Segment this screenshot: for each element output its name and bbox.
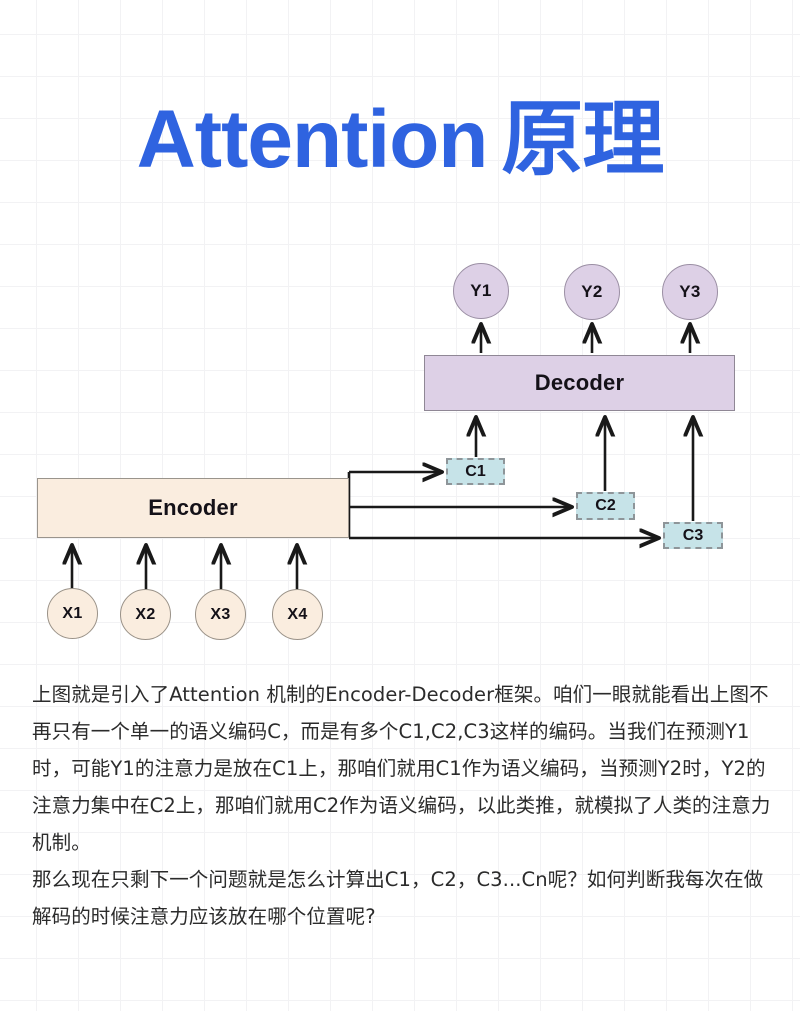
body-paragraph-1: 上图就是引入了Attention 机制的Encoder-Decoder框架。咱们… <box>32 683 771 854</box>
encoder-label: Encoder <box>148 495 238 520</box>
node-y2[interactable]: Y2 <box>564 264 620 320</box>
node-x4-label: X4 <box>287 605 308 623</box>
encoder-block[interactable]: Encoder <box>37 478 349 538</box>
decoder-label: Decoder <box>534 370 625 395</box>
page-title-english: Attention <box>136 94 489 185</box>
node-y3[interactable]: Y3 <box>662 264 718 320</box>
node-y3-label: Y3 <box>679 282 701 301</box>
node-y1-label: Y1 <box>470 281 492 300</box>
decoder-block[interactable]: Decoder <box>424 355 735 411</box>
node-x3-label: X3 <box>210 605 231 623</box>
node-y2-label: Y2 <box>581 282 603 301</box>
node-x3[interactable]: X3 <box>195 589 246 640</box>
body-paragraph-2: 那么现在只剩下一个问题就是怎么计算出C1，C2，C3...Cn呢？如何判断我每次… <box>32 868 764 928</box>
context-c1[interactable]: C1 <box>446 458 505 485</box>
context-c3-label: C3 <box>682 526 704 544</box>
body-text: 上图就是引入了Attention 机制的Encoder-Decoder框架。咱们… <box>32 676 772 935</box>
context-c2-label: C2 <box>595 497 616 514</box>
context-c1-label: C1 <box>465 462 486 480</box>
context-c2[interactable]: C2 <box>576 492 635 520</box>
node-x4[interactable]: X4 <box>272 589 323 640</box>
attention-architecture-diagram: Y1 Y2 Y3 Decoder C1 C2 C3 Encoder X1 X2 … <box>0 0 800 640</box>
node-x2-label: X2 <box>135 605 156 623</box>
context-c3[interactable]: C3 <box>663 522 723 549</box>
node-x1-label: X1 <box>62 604 83 622</box>
diagram-connectors <box>0 0 800 589</box>
node-y1[interactable]: Y1 <box>453 263 509 319</box>
node-x1[interactable]: X1 <box>47 588 98 639</box>
page-title-chinese: 原理 <box>501 92 664 187</box>
node-x2[interactable]: X2 <box>120 589 171 640</box>
